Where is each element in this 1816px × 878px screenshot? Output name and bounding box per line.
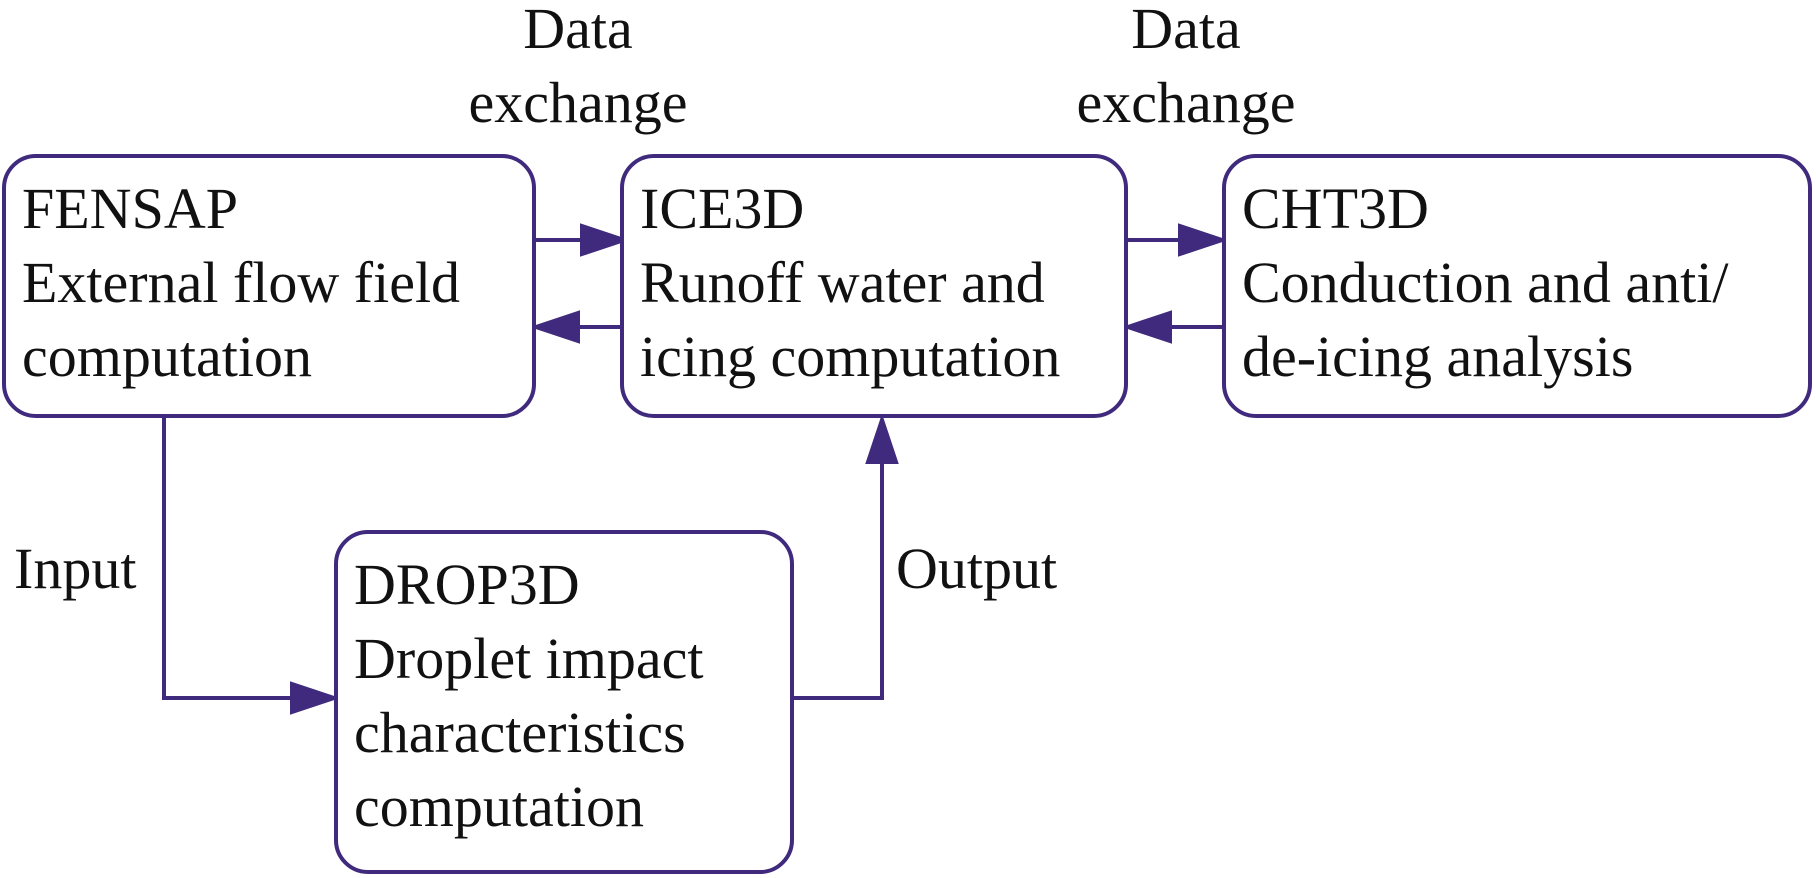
arrowhead-drop3d-to-ice3d: [865, 413, 899, 464]
output-label: Output: [896, 532, 1057, 606]
arrowhead-fensap-to-drop3d: [290, 681, 341, 715]
arrow-drop3d-to-ice3d: [794, 424, 884, 700]
input-label-text: Input: [14, 536, 137, 601]
ice3d-box: ICE3D Runoff water and icing computation: [620, 154, 1128, 418]
arrowhead-ice3d-to-fensap: [529, 310, 580, 344]
data-exchange-label-right: Data exchange: [1046, 0, 1326, 140]
fensap-box: FENSAP External flow field computation: [2, 154, 536, 418]
fensap-line-1: External flow field: [22, 250, 461, 315]
arrowhead-fensap-to-ice3d: [580, 223, 631, 257]
output-label-text: Output: [896, 536, 1058, 601]
cht3d-line-1: Conduction and anti/: [1242, 250, 1729, 315]
cht3d-line-2: de-icing analysis: [1242, 324, 1634, 389]
data-exchange-left-line-1: Data: [523, 0, 633, 61]
data-exchange-left-line-2: exchange: [468, 70, 688, 135]
arrow-fensap-to-drop3d: [162, 418, 330, 700]
ice3d-line-2: icing computation: [640, 324, 1061, 389]
cht3d-box: CHT3D Conduction and anti/ de-icing anal…: [1222, 154, 1812, 418]
cht3d-title: CHT3D: [1242, 176, 1429, 241]
drop3d-line-2: characteristics: [354, 700, 686, 765]
data-exchange-right-line-2: exchange: [1076, 70, 1296, 135]
arrowhead-cht3d-to-ice3d: [1121, 310, 1172, 344]
drop3d-title: DROP3D: [354, 552, 580, 617]
arrowhead-ice3d-to-cht3d: [1178, 223, 1229, 257]
drop3d-line-3: computation: [354, 774, 644, 839]
data-exchange-label-left: Data exchange: [438, 0, 718, 140]
fensap-line-2: computation: [22, 324, 312, 389]
fensap-title: FENSAP: [22, 176, 238, 241]
input-label: Input: [14, 532, 136, 606]
data-exchange-right-line-1: Data: [1131, 0, 1241, 61]
drop3d-line-1: Droplet impact: [354, 626, 704, 691]
drop3d-box: DROP3D Droplet impact characteristics co…: [334, 530, 794, 874]
ice3d-line-1: Runoff water and: [640, 250, 1045, 315]
ice3d-title: ICE3D: [640, 176, 805, 241]
